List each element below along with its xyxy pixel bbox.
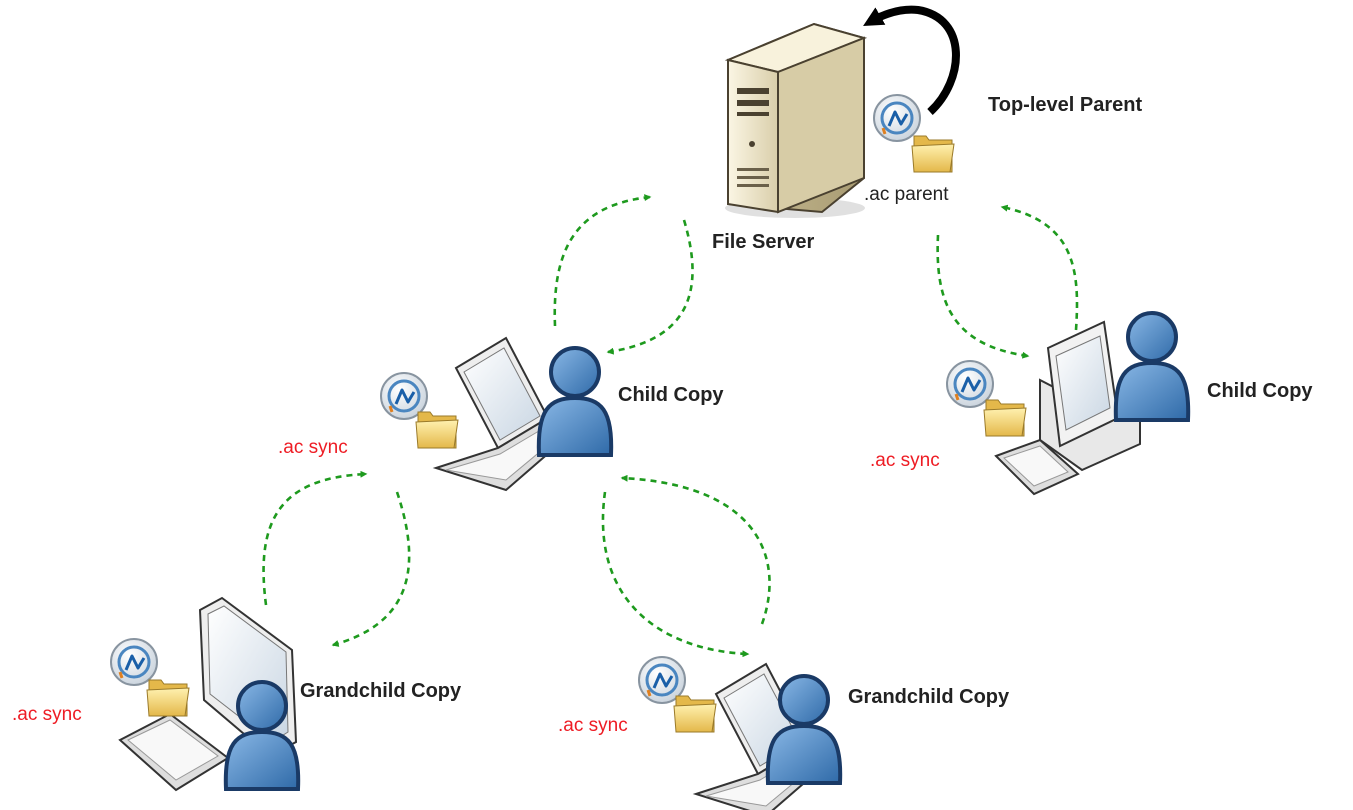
top-level-parent-label: Top-level Parent xyxy=(988,94,1143,116)
server-sync-badge-icon xyxy=(872,93,922,143)
grandchild-left-folder-icon xyxy=(146,679,190,717)
sync-arrow-server-to-child-left xyxy=(606,219,694,355)
sync-arrow-grandchild-mid-up xyxy=(620,474,771,625)
sync-arrow-grandchild-left-up xyxy=(262,470,368,606)
grandchild-left-sync-label: .ac sync xyxy=(12,704,82,725)
grandchild-mid-folder-icon xyxy=(673,695,717,733)
top-level-parent-arrow xyxy=(863,5,960,115)
sync-arrow-child-right-up xyxy=(1000,204,1079,331)
sync-arrow-child-left-to-grandchild-left xyxy=(331,491,411,647)
child-left-user-icon xyxy=(536,346,614,457)
child-copy-right-label: Child Copy xyxy=(1207,380,1313,402)
file-server-label: File Server xyxy=(712,231,815,253)
child-right-sync-label: .ac sync xyxy=(870,450,940,471)
child-copy-left-label: Child Copy xyxy=(618,384,724,406)
file-server-icon xyxy=(724,22,868,218)
child-left-sync-label: .ac sync xyxy=(278,437,348,458)
sync-arrow-child-left-up xyxy=(553,194,652,327)
grandchild-copy-left-label: Grandchild Copy xyxy=(300,680,462,702)
grandchild-copy-mid-label: Grandchild Copy xyxy=(848,686,1010,708)
child-right-folder-icon xyxy=(983,399,1027,437)
child-right-desktop-icon xyxy=(994,320,1141,496)
child-left-folder-icon xyxy=(415,411,459,449)
sync-arrow-child-left-to-grandchild-mid xyxy=(601,491,750,658)
ac-parent-label: .ac parent xyxy=(864,184,949,205)
sync-arrows xyxy=(262,194,1079,658)
child-right-user-icon xyxy=(1113,311,1191,422)
grandchild-left-sync-badge-icon xyxy=(109,637,159,687)
grandchild-mid-sync-label: .ac sync xyxy=(558,715,628,736)
server-folder-icon xyxy=(911,135,955,173)
sync-arrow-server-to-child-right xyxy=(936,234,1030,359)
